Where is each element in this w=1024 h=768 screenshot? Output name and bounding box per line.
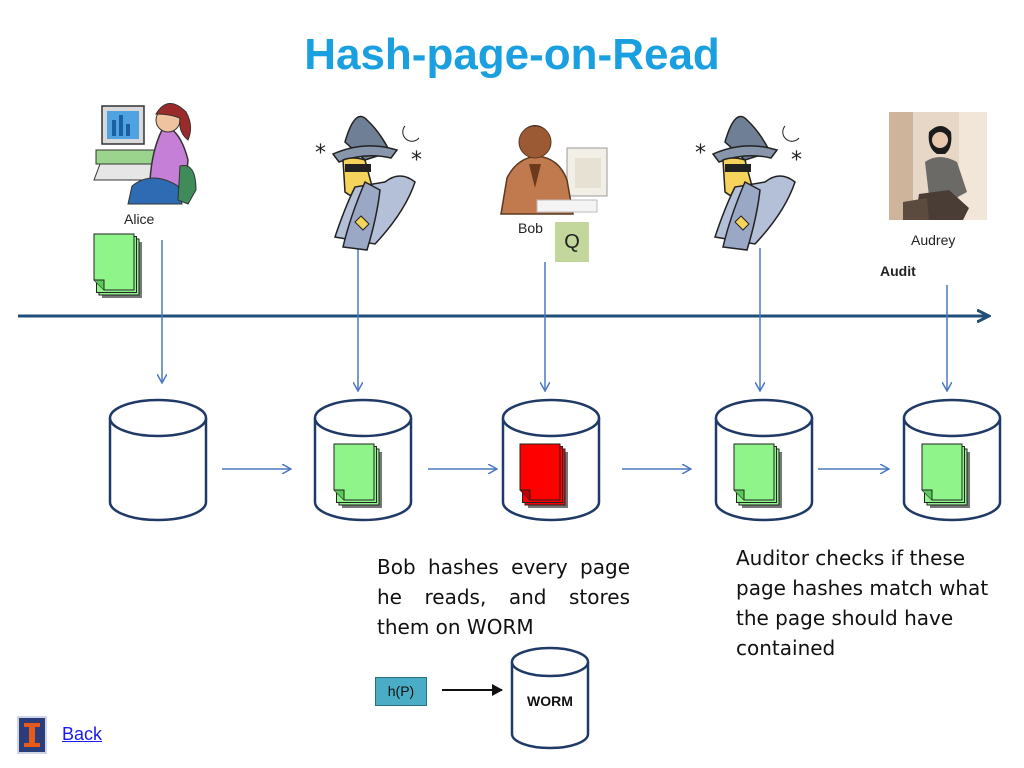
worm-cylinder: [510, 646, 590, 750]
page-stack-red-3: [519, 443, 569, 509]
database-cylinder-1: [108, 398, 208, 522]
hash-box: h(P): [375, 677, 427, 706]
worker-at-desk-icon: [500, 125, 608, 215]
page-stack-green-2: [333, 443, 383, 509]
auditor-note: Auditor checks if these page hashes matc…: [736, 546, 989, 660]
hacker-icon: [314, 115, 423, 251]
woman-photo-icon: [889, 112, 987, 220]
page-stack-green-5: [921, 443, 971, 509]
bob-note: Bob hashes every page he reads, and stor…: [377, 555, 630, 639]
back-link[interactable]: Back: [62, 724, 103, 744]
alice-label: Alice: [124, 211, 155, 227]
bob-label: Bob: [518, 220, 543, 236]
computer-user-icon: [93, 103, 197, 205]
audit-label: Audit: [880, 263, 916, 279]
audrey-label: Audrey: [911, 232, 956, 248]
worm-label: WORM: [527, 693, 573, 709]
query-box: Q: [555, 222, 589, 262]
page-stack-alice: [93, 233, 143, 299]
page-stack-green-4: [733, 443, 783, 509]
hacker-icon: [694, 115, 803, 251]
page-title: Hash-page-on-Read: [304, 30, 720, 79]
university-logo-icon: [17, 716, 47, 754]
